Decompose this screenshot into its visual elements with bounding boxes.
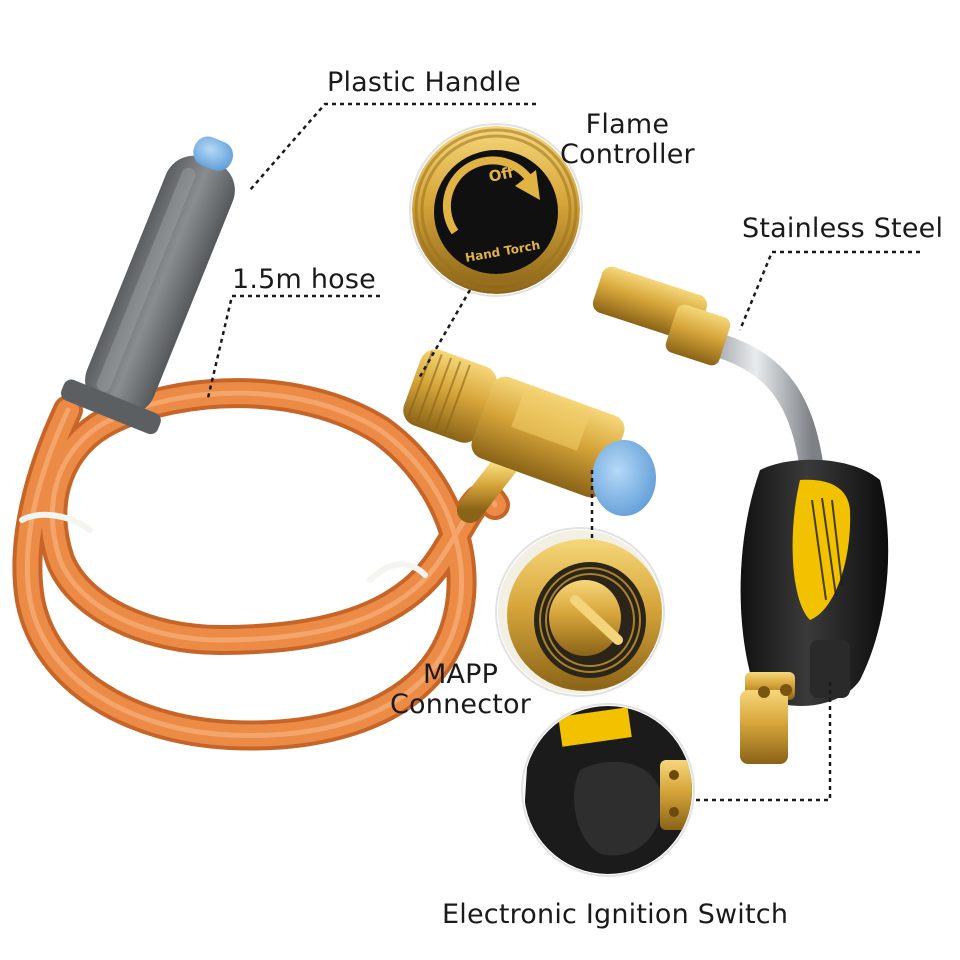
label-flame-controller-line1: Flame bbox=[585, 109, 670, 140]
label-electronic-ignition-switch: Electronic Ignition Switch bbox=[442, 900, 788, 930]
knob-off-text: Off bbox=[487, 163, 516, 186]
label-flame-controller-line2: Controller bbox=[560, 139, 695, 170]
plastic-handle bbox=[60, 136, 235, 435]
label-mapp-connector: MAPP Connector bbox=[390, 660, 531, 720]
label-plastic-handle: Plastic Handle bbox=[327, 68, 521, 98]
label-mapp-connector-line1: MAPP bbox=[422, 659, 499, 690]
label-hose: 1.5m hose bbox=[232, 265, 376, 295]
hose bbox=[12, 378, 510, 751]
label-stainless-steel-text: Stainless Steel bbox=[742, 213, 944, 244]
label-flame-controller: Flame Controller bbox=[560, 110, 695, 170]
label-plastic-handle-text: Plastic Handle bbox=[327, 67, 521, 98]
label-electronic-ignition-switch-text: Electronic Ignition Switch bbox=[442, 899, 789, 930]
ignition-switch-detail bbox=[521, 703, 695, 877]
label-mapp-connector-line2: Connector bbox=[390, 689, 532, 720]
label-stainless-steel: Stainless Steel bbox=[742, 214, 943, 244]
leader-lines bbox=[206, 102, 920, 802]
torch-head bbox=[592, 266, 889, 764]
label-hose-text: 1.5m hose bbox=[232, 264, 376, 295]
flame-controller-detail: Off Hand Torch bbox=[409, 123, 583, 297]
mapp-connector-detail bbox=[495, 527, 665, 697]
